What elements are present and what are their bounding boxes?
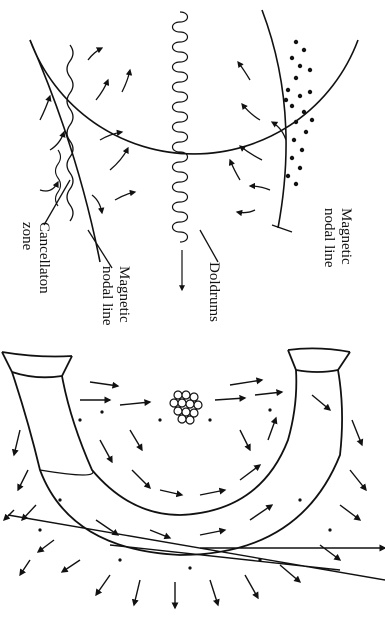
label-magnetic-nodal-line-left: Magnetic nodal line [98, 266, 132, 326]
label-doldrums: Doldrums [205, 262, 222, 322]
cancellation-wavy-line [67, 45, 73, 221]
label-magnetic-nodal-line-right: Magnetic nodal line [320, 208, 354, 268]
doldrums-coil [173, 12, 188, 290]
label-leaders [44, 180, 292, 268]
semicircle-boundary [30, 40, 358, 154]
right-pole-top [288, 348, 350, 352]
top-left-field-arrows [40, 48, 135, 213]
top-field-region [30, 10, 358, 290]
horseshoe-magnet [2, 348, 350, 555]
top-right-dots [284, 40, 314, 186]
left-pole-top [2, 352, 72, 357]
right-nodal-line-curve [262, 10, 286, 228]
plasma-cluster [170, 391, 202, 424]
label-cancellation-zone: Cancellaton zone [18, 222, 52, 294]
top-right-field-arrows [230, 62, 286, 213]
